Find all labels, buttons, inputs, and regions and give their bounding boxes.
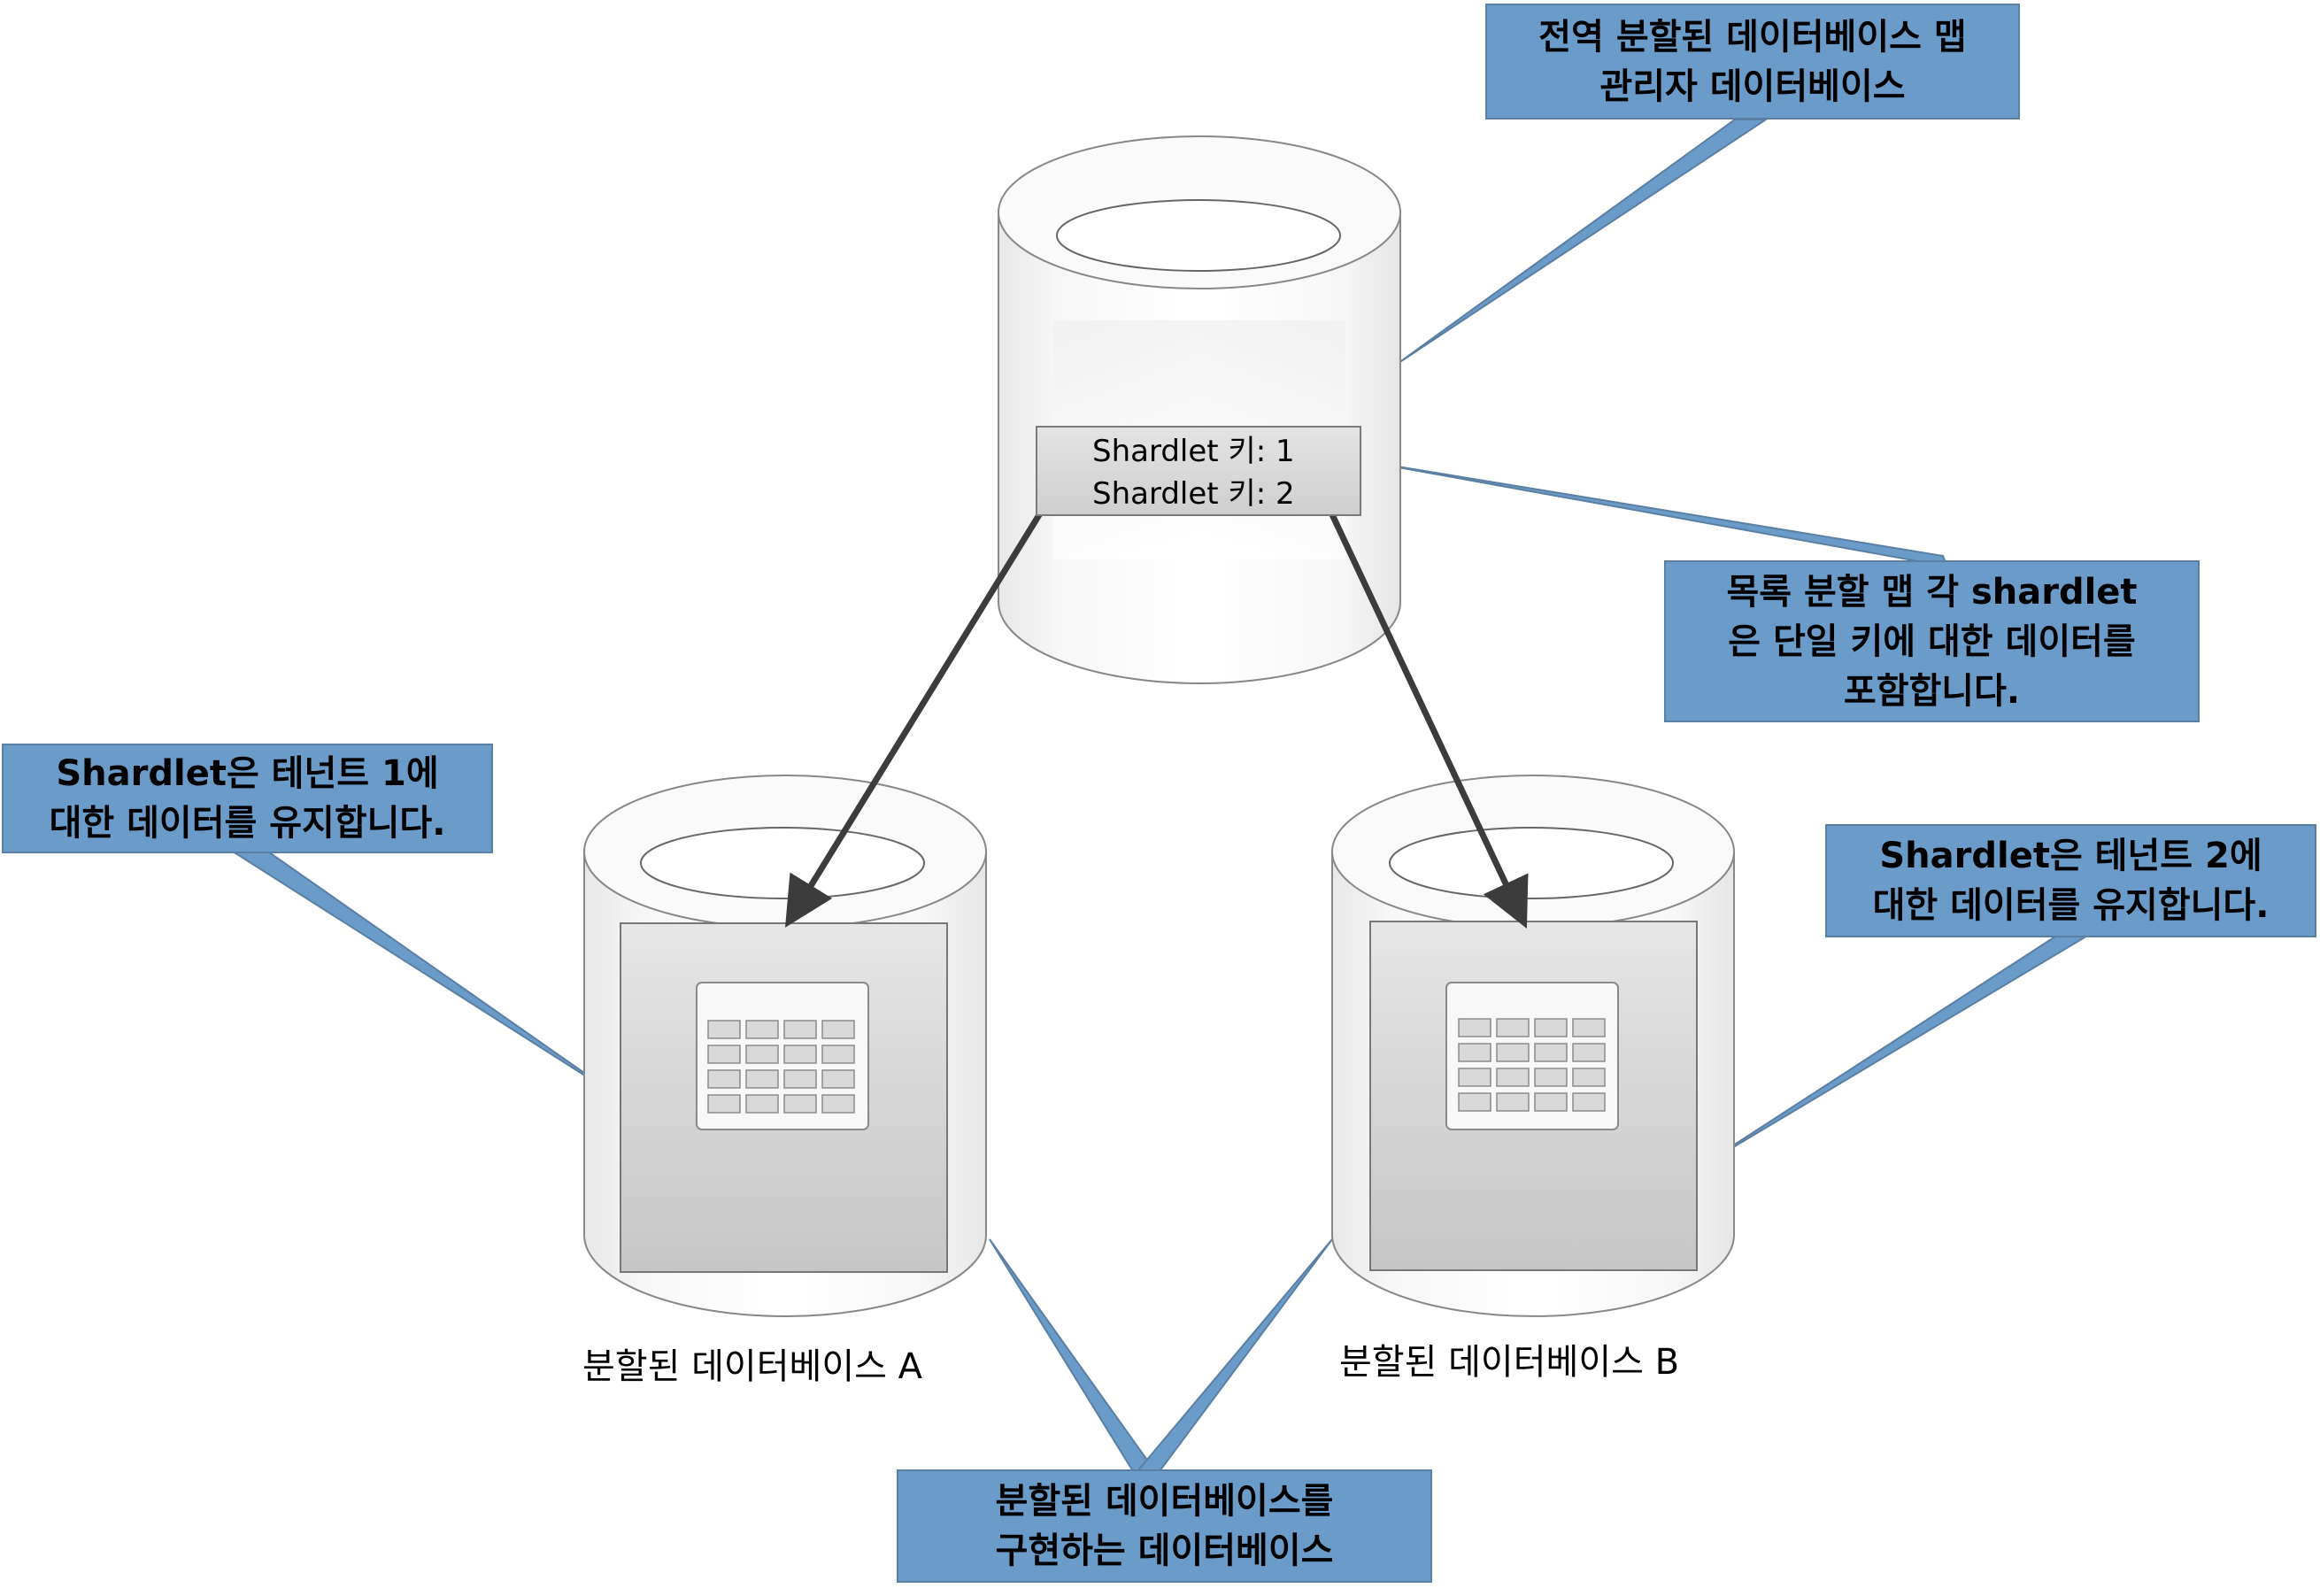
arrow-key1-to-shard-a: [784, 454, 1078, 928]
shardlet-key-2: Shardlet 키: 2: [1092, 476, 1295, 512]
table-cell: [783, 1094, 817, 1114]
table-cell: [783, 1020, 817, 1039]
shard-a-label: 분할된 데이터베이스 A: [582, 1346, 922, 1387]
pointer-impl-b: [1135, 1238, 1333, 1472]
table-cell: [707, 1069, 741, 1089]
arrow-key2-to-shard-b: [1320, 494, 1529, 929]
table-cell: [1534, 1043, 1568, 1062]
table-cell: [1458, 1043, 1491, 1062]
table-cell: [821, 1069, 855, 1089]
pointer-list-map: [1353, 459, 1949, 568]
table-cell: [1496, 1068, 1530, 1087]
table-icon-a: [696, 982, 869, 1130]
table-cell: [821, 1020, 855, 1039]
shardlet-key-box: Shardlet 키: 1 Shardlet 키: 2: [1036, 426, 1361, 516]
pointer-tenant2: [1697, 934, 2093, 1169]
table-cell: [1572, 1018, 1606, 1037]
table-cell: [1534, 1018, 1568, 1037]
table-cell: [1458, 1018, 1491, 1037]
shard-map-manager-db: [998, 135, 1401, 684]
table-cell: [1572, 1043, 1606, 1062]
table-cell: [745, 1020, 779, 1039]
pointer-impl-a: [989, 1238, 1157, 1472]
table-cell: [1458, 1068, 1491, 1087]
shard-b-label: 분할된 데이터베이스 B: [1339, 1342, 1680, 1383]
table-cell: [1496, 1018, 1530, 1037]
shard-b-opening: [1389, 827, 1674, 899]
shardlet-key-1: Shardlet 키: 1: [1092, 434, 1295, 469]
table-cell: [1496, 1043, 1530, 1062]
table-cell: [821, 1045, 855, 1064]
table-cell: [821, 1094, 855, 1114]
table-cell: [783, 1069, 817, 1089]
table-cell: [707, 1020, 741, 1039]
callout-global-shard-map: 전역 분할된 데이터베이스 맵 관리자 데이터베이스: [1485, 4, 2020, 120]
shard-a-opening: [640, 827, 925, 899]
table-cell: [1458, 1092, 1491, 1112]
callout-tenant-2: Shardlet은 테넌트 2에 대한 데이터를 유지합니다.: [1825, 824, 2316, 937]
table-cell: [707, 1094, 741, 1114]
callout-tenant-1: Shardlet은 테넌트 1에 대한 데이터를 유지합니다.: [2, 744, 493, 853]
top-cylinder-opening: [1056, 199, 1341, 272]
table-cell: [1496, 1092, 1530, 1112]
table-cell: [1572, 1092, 1606, 1112]
table-cell: [1534, 1092, 1568, 1112]
shard-db-a: [583, 775, 987, 1317]
table-cell: [745, 1094, 779, 1114]
table-cell: [707, 1045, 741, 1064]
table-cell: [745, 1045, 779, 1064]
callout-pointers: [227, 119, 2093, 1472]
table-cell: [1572, 1068, 1606, 1087]
callout-list-shard-map: 목록 분할 맵 각 shardlet 은 단일 키에 대한 데이터를 포함합니다…: [1664, 560, 2200, 722]
callout-shard-implementation: 분할된 데이터베이스를 구현하는 데이터베이스: [897, 1469, 1432, 1583]
table-cell: [783, 1045, 817, 1064]
table-cell: [1534, 1068, 1568, 1087]
table-cell: [745, 1069, 779, 1089]
pointer-global: [1398, 119, 1769, 364]
pointer-tenant1: [227, 849, 620, 1099]
table-icon-b: [1445, 982, 1619, 1130]
